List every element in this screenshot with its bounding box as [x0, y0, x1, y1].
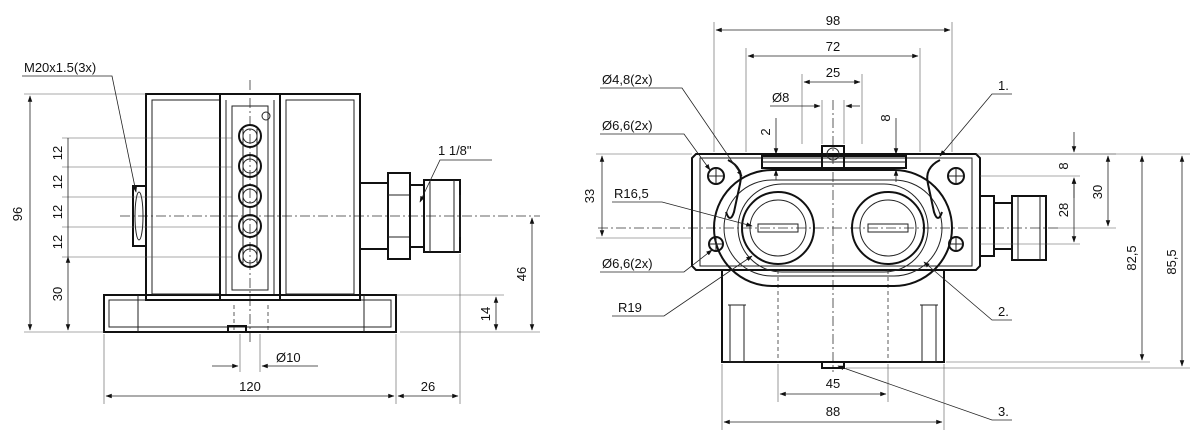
- front-width-98-label: 98: [826, 13, 840, 28]
- radius-inner-leader: [612, 201, 753, 227]
- front-bore-right: [851, 191, 925, 265]
- front-left-height-label: 33: [582, 189, 597, 203]
- radius-outer-label: R19: [618, 300, 642, 315]
- dim-side-hole: [212, 334, 318, 372]
- item-2-leader: [923, 261, 1012, 321]
- front-view: 98 72 25 Ø8 2 8 Ø4,8(2x) Ø6,6(2x) R16,5 …: [582, 13, 1190, 430]
- side-axis-height-label: 46: [514, 267, 529, 281]
- front-right-span-label: 30: [1090, 185, 1105, 199]
- item-3-leader: [837, 365, 1012, 421]
- side-pitch-label-3: 12: [50, 205, 65, 219]
- front-side-connector: [979, 195, 1047, 261]
- dim-front-heights: [846, 153, 1190, 369]
- callout-hole-large-bottom: Ø6,6(2x): [602, 256, 653, 271]
- callout-hole-small: Ø4,8(2x): [602, 72, 653, 87]
- front-right-clip: [926, 159, 943, 219]
- front-bore-left: [741, 191, 815, 265]
- front-flange-plate: [691, 153, 981, 271]
- front-span-25-label: 25: [826, 65, 840, 80]
- dim-side-height: [24, 93, 146, 333]
- front-right-mid-label: 28: [1056, 203, 1071, 217]
- front-mounting-holes: [707, 167, 965, 252]
- front-left-clip: [725, 159, 742, 219]
- front-top-gap-label: 2: [758, 128, 773, 135]
- side-width-label: 120: [239, 379, 261, 394]
- front-right-top-label: 8: [1056, 162, 1071, 169]
- thread-callout: M20x1.5(3x): [24, 60, 96, 75]
- side-left-plug: [132, 185, 147, 247]
- side-hole-label: Ø10: [276, 350, 301, 365]
- side-pitch-label-2: 12: [50, 175, 65, 189]
- side-pitch-label-1: 12: [50, 146, 65, 160]
- item-2-label: 2.: [998, 304, 1009, 319]
- callout-hole-large-bottom-leader: [600, 249, 713, 273]
- callout-hole-small-leader: [600, 87, 743, 177]
- item-3-label: 3.: [998, 404, 1009, 419]
- side-base-height-label: 30: [50, 287, 65, 301]
- dim-side-flange-axis: [396, 217, 540, 333]
- radius-outer-leader: [612, 255, 753, 317]
- dim-front-top-gaps: [773, 118, 899, 182]
- front-width-72-label: 72: [826, 39, 840, 54]
- side-view: 96 12 12 12 12 30 M20x1.5(3x) 1 1/8": [10, 60, 540, 404]
- front-height-b-label: 85,5: [1164, 249, 1179, 274]
- side-pitch-label-4: 12: [50, 235, 65, 249]
- thread-callout-leader: [22, 75, 138, 193]
- item-1-label: 1.: [998, 78, 1009, 93]
- front-top-strip: [761, 145, 907, 169]
- front-pin-label: Ø8: [772, 90, 789, 105]
- dim-side-pitch: [62, 137, 232, 331]
- pipe-thread-leader: [419, 159, 492, 203]
- front-bore-spacing-label: 45: [826, 376, 840, 391]
- dim-front-left-height: [596, 153, 692, 239]
- side-base-hole: [227, 305, 269, 333]
- callout-hole-large-top: Ø6,6(2x): [602, 118, 653, 133]
- side-height-label: 96: [10, 207, 25, 221]
- side-overhang-label: 26: [421, 379, 435, 394]
- side-flange-label: 14: [478, 307, 493, 321]
- pipe-thread-callout: 1 1/8": [438, 143, 472, 158]
- callout-hole-large-top-leader: [600, 133, 711, 171]
- item-1-leader: [939, 93, 1012, 157]
- dim-side-width: [103, 254, 461, 404]
- front-base-width-label: 88: [826, 404, 840, 419]
- side-fitting: [359, 172, 461, 260]
- front-oval-housing: [713, 169, 953, 287]
- radius-inner-label: R16,5: [614, 186, 649, 201]
- side-port-stack: [231, 105, 271, 291]
- dim-front-bottom: [721, 364, 945, 430]
- front-height-a-label: 82,5: [1124, 245, 1139, 270]
- front-top-depth-label: 8: [878, 114, 893, 121]
- dim-front-top: [713, 22, 953, 152]
